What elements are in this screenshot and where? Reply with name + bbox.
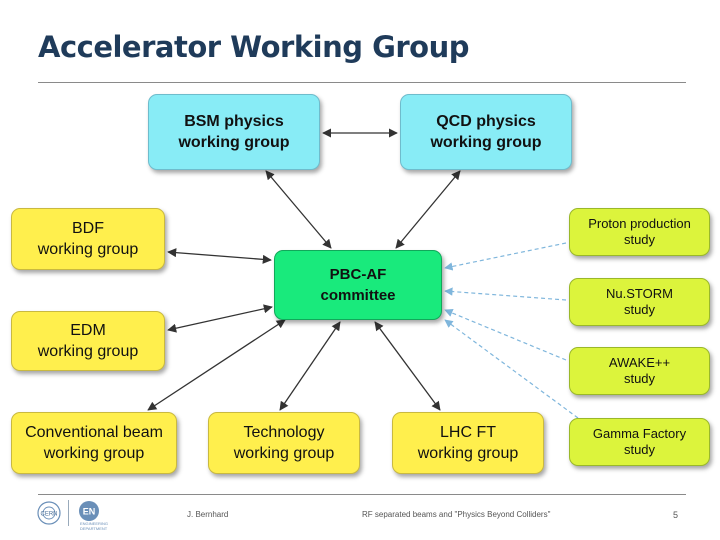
title-divider xyxy=(38,82,686,83)
en-logo: EN xyxy=(78,500,100,522)
awake-label: AWAKE++ study xyxy=(608,355,671,386)
qcd-physics-label: QCD physics working group xyxy=(430,113,542,151)
qcd-physics-box: QCD physics working group xyxy=(400,94,572,170)
en-department-text: ENGINEERING DEPARTMENT xyxy=(80,521,109,531)
pbc-af-committee-label: PBC-AF committee xyxy=(320,266,396,304)
page-number: 5 xyxy=(673,510,679,520)
logo-separator xyxy=(68,500,69,526)
arrow-conv-pbc xyxy=(147,319,286,411)
arrow-edm-pbc xyxy=(167,304,273,333)
gamma-factory-box: Gamma Factory study xyxy=(569,418,710,466)
conventional-beam-label: Conventional beam working group xyxy=(25,424,163,462)
en-logo-text: EN xyxy=(83,507,96,517)
bdf-box: BDF working group xyxy=(11,208,165,270)
arrow-qcd-pbc xyxy=(395,170,461,249)
footer-author: J. Bernhard xyxy=(187,510,229,519)
footer-talk-title: RF separated beams and "Physics Beyond C… xyxy=(362,510,551,519)
arrow-bdf-pbc xyxy=(167,248,272,264)
awake-box: AWAKE++ study xyxy=(569,347,710,395)
conventional-beam-box: Conventional beam working group xyxy=(11,412,177,474)
arrow-gamma-pbc xyxy=(444,319,579,419)
bsm-physics-box: BSM physics working group xyxy=(148,94,320,170)
slide-title: Accelerator Working Group xyxy=(38,30,470,64)
arrow-nustorm-pbc xyxy=(444,287,567,301)
lhc-ft-label: LHC FT working group xyxy=(417,424,519,462)
arrow-proton-pbc xyxy=(444,242,567,271)
technology-box: Technology working group xyxy=(208,412,360,474)
proton-production-label: Proton production study xyxy=(588,216,691,247)
lhc-ft-box: LHC FT working group xyxy=(392,412,544,474)
nustorm-label: Nu.STORM study xyxy=(606,286,673,317)
pbc-af-committee-box: PBC-AF committee xyxy=(274,250,442,320)
proton-production-box: Proton production study xyxy=(569,208,710,256)
bsm-physics-label: BSM physics working group xyxy=(178,113,290,151)
technology-label: Technology working group xyxy=(233,424,335,462)
cern-logo: CERN xyxy=(36,500,62,526)
nustorm-box: Nu.STORM study xyxy=(569,278,710,326)
arrow-tech-pbc xyxy=(279,321,341,411)
gamma-factory-label: Gamma Factory study xyxy=(592,426,687,457)
edm-label: EDM working group xyxy=(37,322,139,360)
arrow-bsm-pbc xyxy=(265,170,332,249)
edm-box: EDM working group xyxy=(11,311,165,371)
arrow-lhcft-pbc xyxy=(374,321,441,411)
bdf-label: BDF working group xyxy=(37,220,139,258)
arrow-awake-pbc xyxy=(444,309,567,361)
cern-logo-text: CERN xyxy=(40,512,57,518)
footer-divider xyxy=(38,494,686,495)
